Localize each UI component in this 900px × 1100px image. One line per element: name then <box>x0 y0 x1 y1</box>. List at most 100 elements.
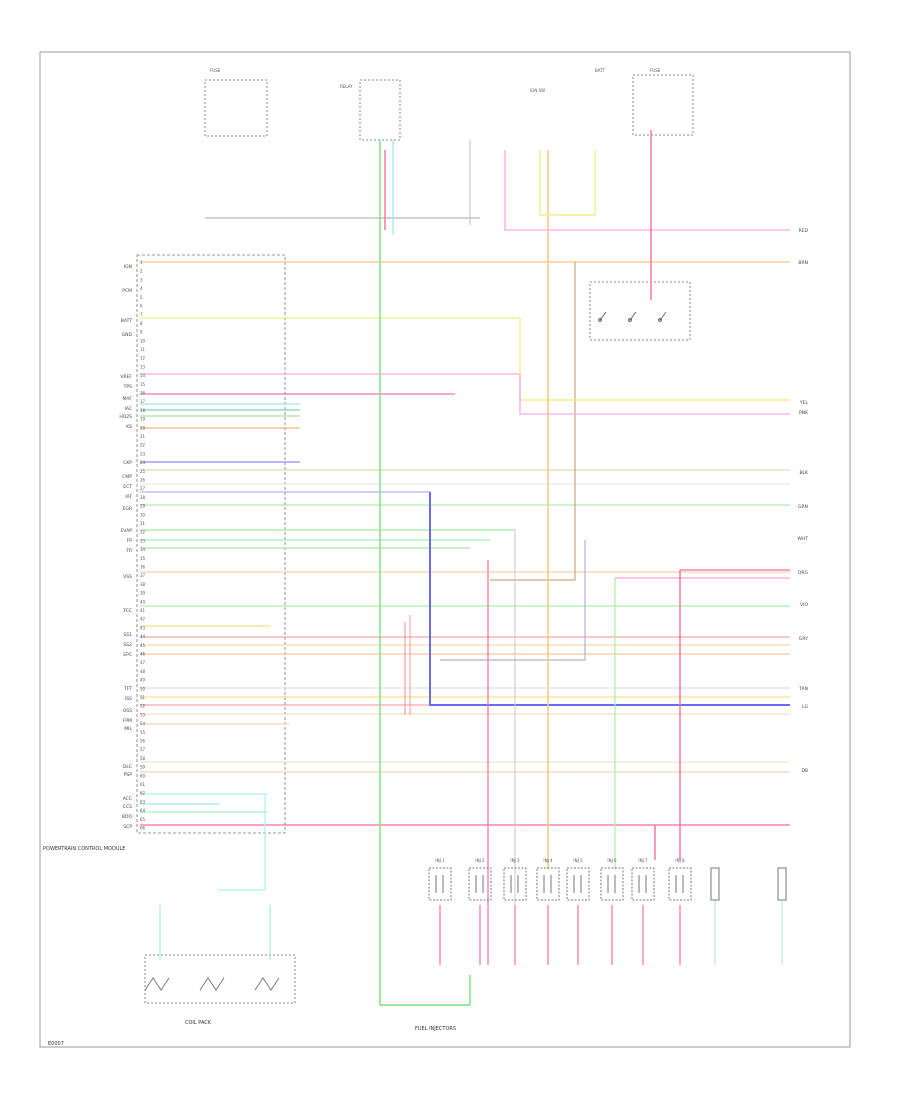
pcm-pin-46: 46 <box>140 652 146 657</box>
pcm-pin-9: 9 <box>140 330 143 335</box>
right-label-1: RED <box>799 228 809 234</box>
outer-frame <box>39 51 851 1048</box>
pcm-pin-33: 33 <box>140 538 146 543</box>
pcm-pin-49: 49 <box>140 678 146 683</box>
left-label-2: PCM <box>122 288 132 294</box>
right-label-12: LG <box>802 704 809 710</box>
pcm-pin-30: 30 <box>140 512 146 517</box>
pcm-pin-6: 6 <box>140 304 143 309</box>
left-label-33: BOO <box>122 814 133 820</box>
pcm-pin-36: 36 <box>140 565 146 570</box>
left-label-17: FP <box>127 538 133 544</box>
injector-label-1: INJ 1 <box>435 858 445 863</box>
label-layer: 1234567891011121314151617181920212223242… <box>119 68 809 863</box>
left-label-34: SCP <box>123 824 132 830</box>
pcm-pin-26: 26 <box>140 478 146 483</box>
pcm-pin-22: 22 <box>140 443 146 448</box>
pcm-pin-17: 17 <box>140 399 146 404</box>
pcm-pin-59: 59 <box>140 765 146 770</box>
left-label-22: SS2 <box>123 642 132 648</box>
sensor-2-box <box>777 867 787 901</box>
pcm-pin-14: 14 <box>140 373 146 378</box>
left-label-20: TCC <box>122 608 132 614</box>
component-layer <box>144 311 787 991</box>
injector-7-box <box>631 867 655 901</box>
pcm-pin-62: 62 <box>140 791 146 796</box>
left-label-28: MIL <box>124 726 132 732</box>
injector-6-box <box>600 867 624 901</box>
relay-module-box <box>589 281 691 341</box>
relay-contact-3 <box>658 318 662 322</box>
injector-label-7: INJ 7 <box>638 858 648 863</box>
pcm-pin-43: 43 <box>140 625 146 630</box>
coil-symbol-3 <box>254 977 280 991</box>
pcm-box <box>136 254 286 834</box>
wire-blue-main <box>429 492 790 706</box>
pcm-pin-35: 35 <box>140 556 146 561</box>
pcm-pin-45: 45 <box>140 643 146 648</box>
left-label-5: VREF <box>120 374 132 380</box>
injector-label-6: INJ 6 <box>607 858 617 863</box>
left-label-24: TFT <box>123 686 132 692</box>
injector-3-box <box>503 867 527 901</box>
pcm-pin-55: 55 <box>140 730 146 735</box>
top-label-1: FUSE <box>210 68 221 73</box>
coil-pack-caption: COIL PACK <box>185 1020 212 1026</box>
wire-brown-feed <box>490 262 576 581</box>
pcm-pin-32: 32 <box>140 530 146 535</box>
left-label-10: KS <box>126 424 132 430</box>
left-label-14: IAT <box>125 494 132 500</box>
pcm-pin-25: 25 <box>140 469 146 474</box>
pcm-pin-38: 38 <box>140 582 146 587</box>
right-label-4: PNK <box>799 410 809 416</box>
pcm-pin-3: 3 <box>140 277 143 282</box>
pcm-pin-28: 28 <box>140 495 146 500</box>
pcm-pin-61: 61 <box>140 782 146 787</box>
pcm-pin-57: 57 <box>140 747 146 752</box>
left-label-11: CKP <box>123 460 132 466</box>
left-label-6: TPS <box>123 384 132 390</box>
injector-6-coil <box>607 875 616 893</box>
top-label-4: BATT <box>595 68 606 73</box>
injector-5-box <box>566 867 590 901</box>
pcm-pin-13: 13 <box>140 364 146 369</box>
top-label-2: RELAY <box>340 84 353 89</box>
left-label-31: ACC <box>123 796 132 802</box>
injector-label-3: INJ 3 <box>510 858 520 863</box>
right-label-7: WHT <box>797 536 808 542</box>
pcm-pin-56: 56 <box>140 739 146 744</box>
left-label-12: CMP <box>122 474 132 480</box>
top-fuse-box-right <box>632 74 694 136</box>
injector-label-5: INJ 5 <box>573 858 583 863</box>
relay-contact-2 <box>628 318 632 322</box>
pcm-pin-41: 41 <box>140 608 146 613</box>
pcm-pin-18: 18 <box>140 408 146 413</box>
left-label-29: DLC <box>123 764 132 770</box>
injector-1-coil <box>435 875 444 893</box>
left-label-4: GND <box>122 332 133 338</box>
injector-1-box <box>428 867 452 901</box>
right-label-6: GRN <box>798 504 808 510</box>
left-label-13: ECT <box>123 484 132 490</box>
left-label-3: BATT <box>121 318 132 324</box>
left-label-21: SS1 <box>123 632 132 638</box>
right-label-2: BRN <box>798 260 808 266</box>
pcm-pin-23: 23 <box>140 451 146 456</box>
left-label-27: FPM <box>123 718 132 724</box>
left-label-1: IGN <box>124 264 132 270</box>
pcm-pin-15: 15 <box>140 382 146 387</box>
diagram-ref: E0007 <box>48 1041 64 1047</box>
pcm-pin-42: 42 <box>140 617 146 622</box>
coil-pack-box <box>144 954 296 1004</box>
injector-label-4: INJ 4 <box>543 858 553 863</box>
left-label-7: MAF <box>122 396 132 402</box>
wire-layer <box>140 130 790 1006</box>
pcm-pin-53: 53 <box>140 712 146 717</box>
pcm-pin-60: 60 <box>140 773 146 778</box>
pcm-pin-50: 50 <box>140 686 146 691</box>
wire-green-vertical <box>379 140 471 1006</box>
wire-yellow-top <box>539 150 596 216</box>
pcm-pin-29: 29 <box>140 504 146 509</box>
